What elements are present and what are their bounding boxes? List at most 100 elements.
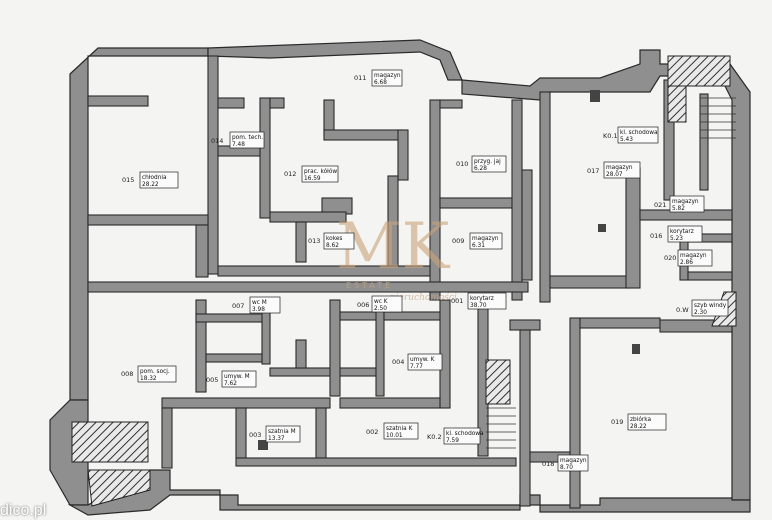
room-number: 018 — [542, 460, 554, 468]
room-area: 2.86 — [680, 260, 693, 266]
room-area: 28.22 — [142, 182, 159, 188]
site-watermark: dico.pl — [0, 502, 47, 519]
interior-walls — [87, 55, 733, 509]
room-name: magazyn — [606, 165, 633, 171]
room-name: chłodnia — [142, 175, 167, 181]
room-label-box — [265, 425, 301, 443]
room-label-box — [557, 454, 589, 472]
room-area: 28.22 — [630, 424, 647, 430]
logo-subtext: ESTATE — [346, 281, 393, 290]
shaft-top-right — [667, 55, 731, 87]
room-label-box — [137, 365, 177, 383]
mk-logo: MK ESTATE nieruchomości — [336, 210, 457, 303]
room-label-box — [691, 299, 729, 317]
logo-mark: MK — [336, 210, 451, 284]
room-number: 020 — [664, 254, 676, 262]
room-number: 004 — [392, 358, 404, 366]
stair-top — [667, 85, 687, 123]
room-label-box — [229, 131, 265, 149]
room-number: 0.W — [676, 306, 689, 314]
room-number: 011 — [354, 74, 366, 82]
room-number: K0.2 — [427, 433, 442, 441]
room-label-box — [467, 292, 507, 310]
room-label-box — [469, 232, 503, 250]
room-label: 006 wc K2.50 — [357, 295, 403, 313]
room-number: 013 — [308, 237, 320, 245]
room-name: zbiórka — [630, 416, 652, 423]
room-area: 18.32 — [140, 376, 157, 382]
room-number: 017 — [587, 167, 599, 175]
room-area: 7.48 — [232, 142, 245, 148]
room-label-box — [407, 353, 443, 371]
room-area: 7.77 — [410, 364, 423, 370]
room-number: 016 — [650, 232, 662, 240]
room-label-box — [301, 165, 339, 183]
room-area: 3.98 — [252, 307, 265, 313]
room-label-box — [677, 249, 713, 267]
room-area: 8.62 — [326, 243, 339, 249]
room-number: 021 — [654, 201, 666, 209]
room-name: pom. tech. — [232, 135, 263, 141]
room-label-box — [371, 69, 403, 87]
room-area: 5.43 — [620, 137, 633, 143]
room-label-box — [471, 155, 507, 173]
room-label-box — [323, 232, 355, 250]
room-name: magazyn — [672, 199, 699, 205]
room-label-box — [221, 370, 257, 388]
room-label-box — [139, 171, 179, 189]
room-number: K0.1 — [603, 132, 618, 140]
room-name: umyw. M — [224, 374, 250, 380]
stair-treads — [486, 97, 736, 449]
room-name: przyg. jaj — [474, 159, 501, 165]
room-name: wc K — [374, 299, 388, 305]
room-number: 012 — [284, 170, 296, 178]
room-area: 38.70 — [470, 303, 487, 309]
room-label-box — [603, 161, 641, 179]
room-name: szatnia K — [386, 426, 413, 432]
room-name: kl. schodowa — [446, 431, 484, 437]
room-number: 019 — [611, 418, 623, 426]
room-area: 5.82 — [672, 206, 685, 212]
room-area: 2.30 — [694, 310, 707, 316]
hatched-areas — [71, 55, 737, 507]
room-name: magazyn — [472, 236, 499, 242]
room-area: 5.23 — [670, 236, 683, 242]
room-number: 005 — [206, 376, 218, 384]
room-label-box — [627, 413, 667, 431]
room-area: 6.68 — [374, 80, 387, 86]
room-area: 28.07 — [606, 172, 623, 178]
room-label-box — [669, 195, 705, 213]
room-label-box — [371, 295, 403, 313]
room-number: 001 — [451, 297, 463, 305]
room-number: 009 — [452, 237, 464, 245]
room-area: 2.50 — [374, 306, 387, 312]
room-name: kl. schodowa — [620, 130, 658, 136]
room-number: 007 — [232, 302, 244, 310]
room-name: magazyn — [374, 73, 401, 79]
room-name: korytarz — [670, 229, 694, 235]
room-area: 13.37 — [268, 436, 285, 442]
room-number: 006 — [357, 301, 369, 309]
room-label-box — [249, 296, 281, 314]
room-area: 6.28 — [474, 166, 487, 172]
room-area: 6.31 — [472, 243, 485, 249]
room-area: 7.59 — [446, 438, 459, 444]
